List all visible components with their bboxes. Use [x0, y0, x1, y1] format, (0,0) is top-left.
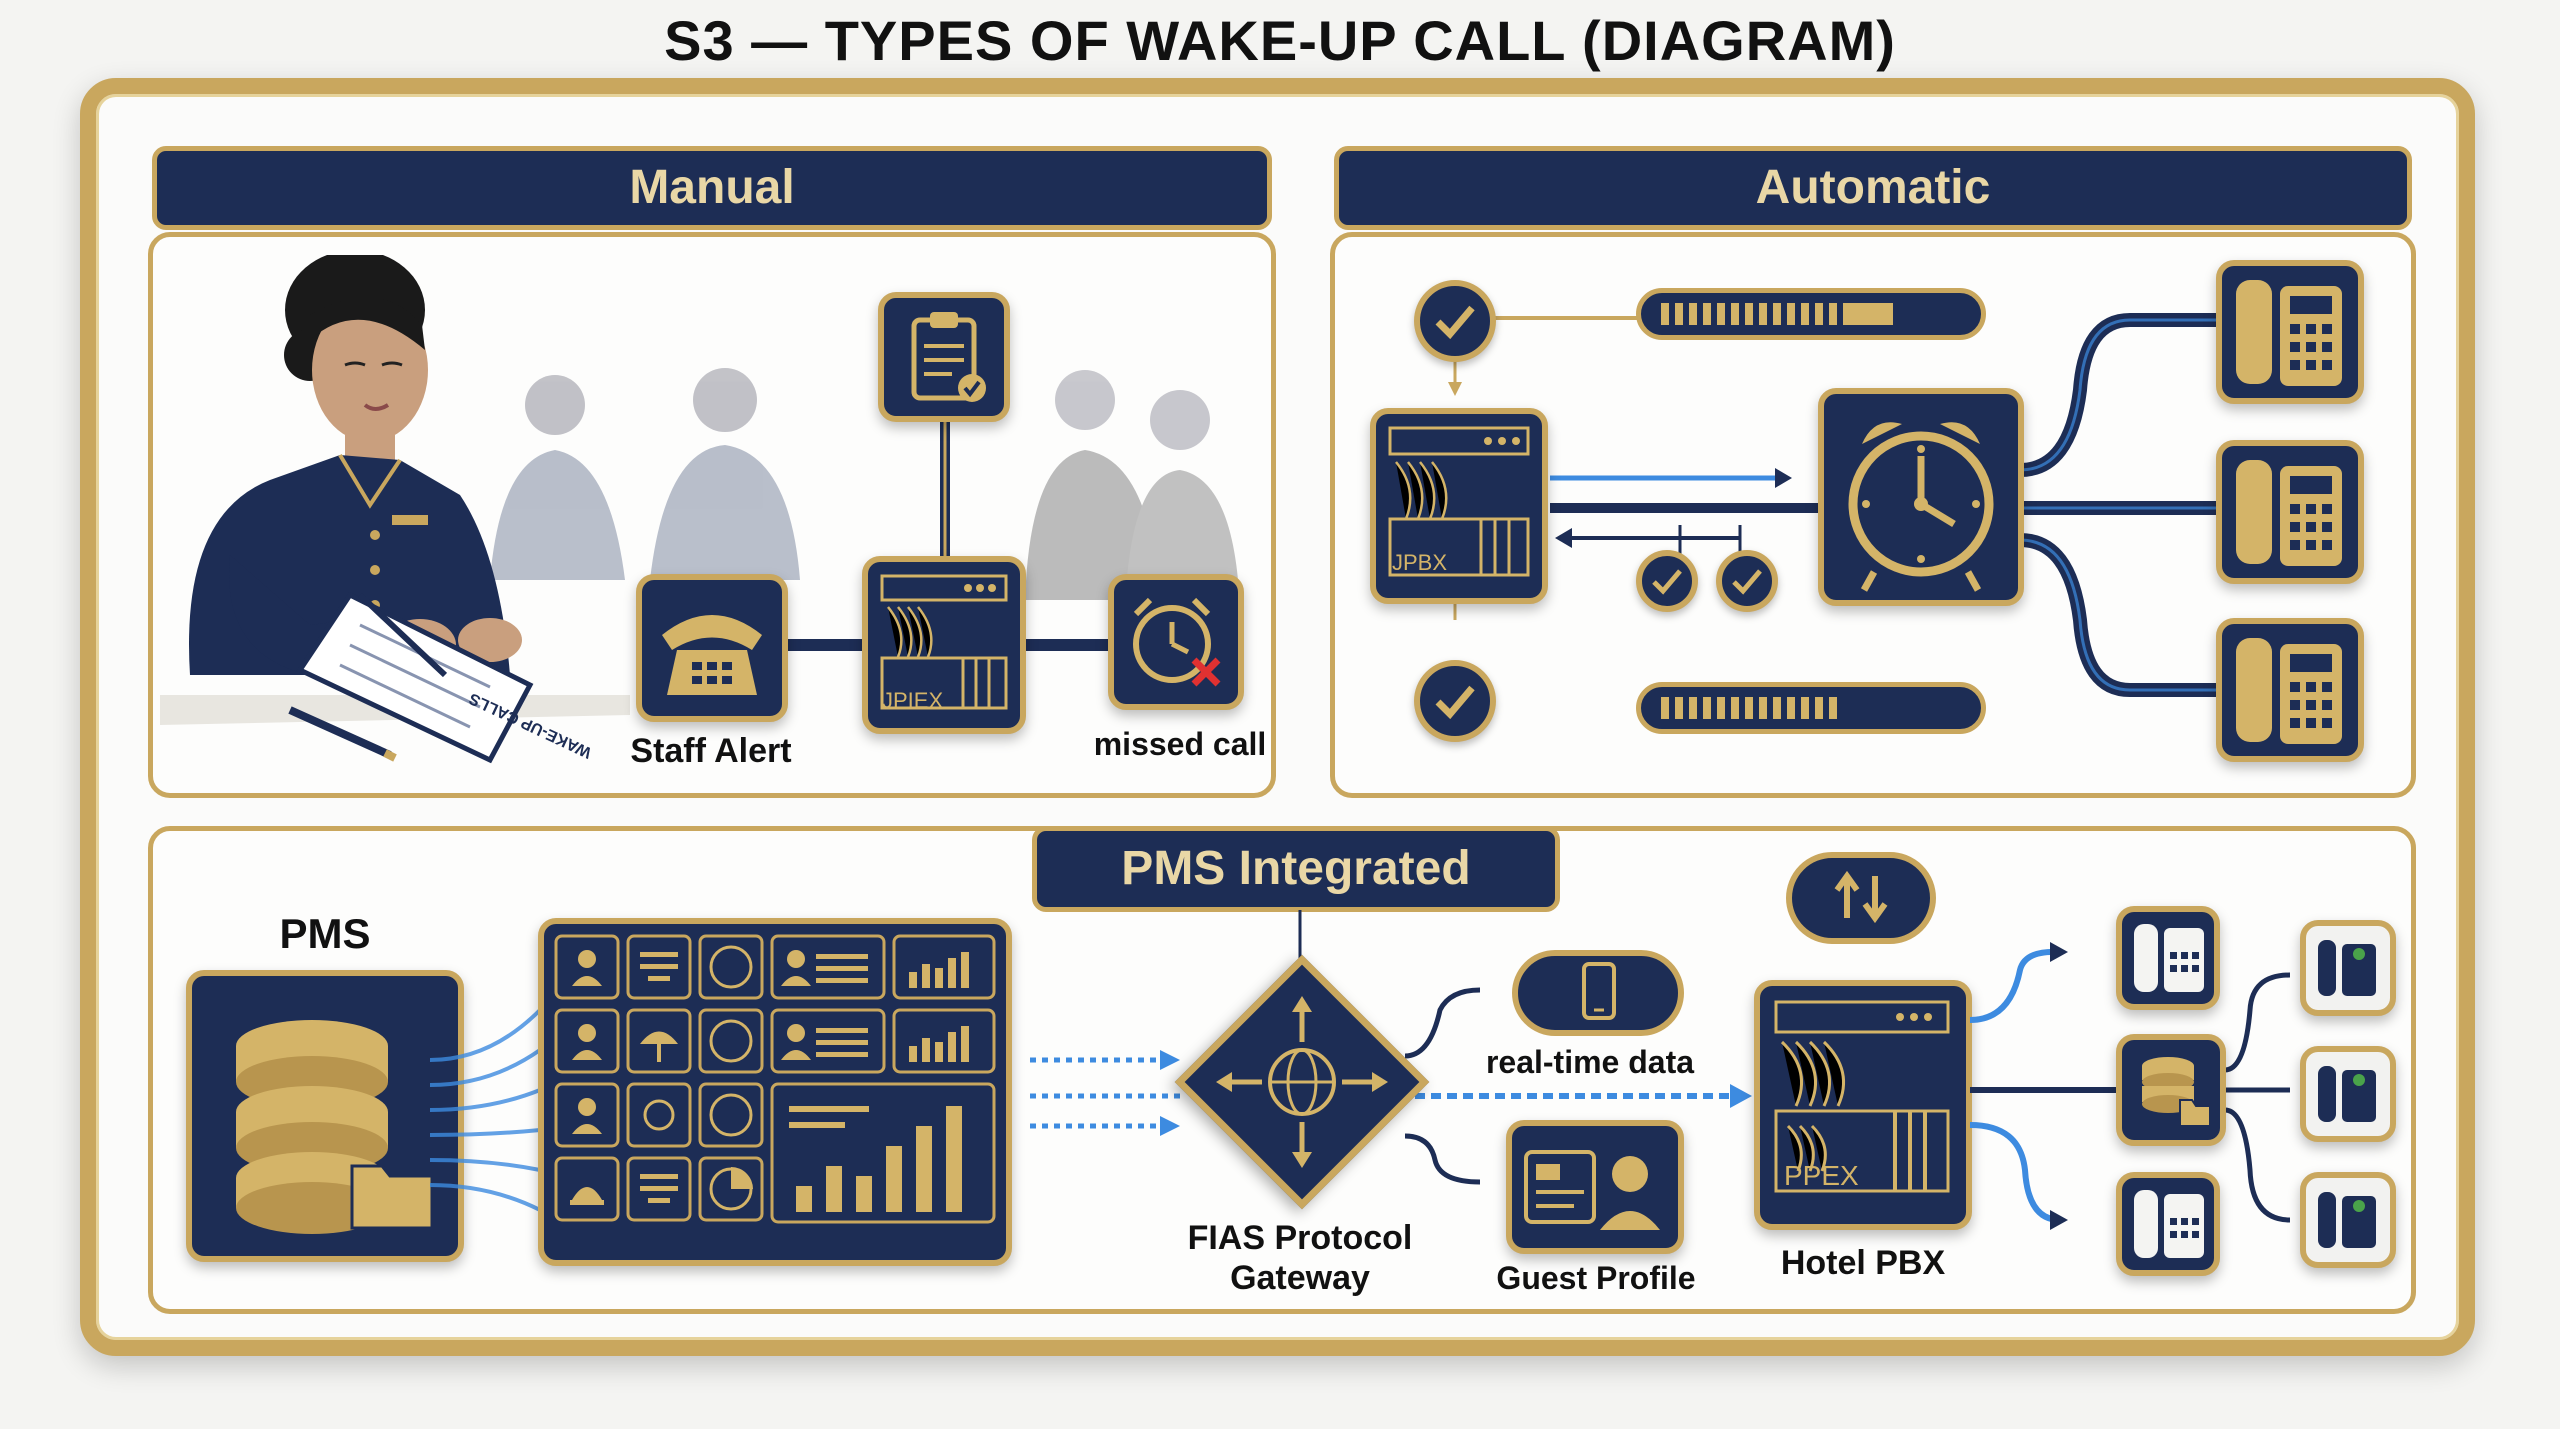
check-icon-small-1: [1636, 550, 1698, 612]
smartphone-icon: [1582, 962, 1616, 1020]
pbx-switch-icon: [1388, 426, 1530, 577]
fias-gateway-label: FIAS Protocol Gateway: [1187, 1219, 1413, 1297]
ext-phone-2: [2116, 1172, 2220, 1276]
desk-phone-icon: [2134, 924, 2204, 992]
staff-alert-label: Staff Alert: [630, 732, 792, 770]
automatic-pbx-tile: [1370, 408, 1548, 604]
clipboard-tile: [878, 292, 1010, 422]
desk-phone-icon: [2236, 280, 2342, 386]
hotel-pbx-panel-label: PPEX: [1784, 1160, 1859, 1191]
manual-header: Manual: [152, 146, 1272, 230]
gateway-globe-icon: [1216, 996, 1388, 1168]
hotel-pbx-fanout: [1970, 942, 2291, 1230]
progress-bar-top: [1636, 288, 1986, 340]
pbx-switch-icon: [1774, 1000, 1950, 1193]
local-db-tile: [2116, 1034, 2226, 1146]
room-phone-1: [2216, 260, 2364, 404]
desk-phone-icon: [2236, 460, 2342, 566]
ext-phone-4: [2300, 1046, 2396, 1142]
check-icon-bottom: [1414, 660, 1496, 742]
automatic-pbx-label: JPBX: [1392, 550, 1448, 575]
desk-phone-icon: [2236, 638, 2342, 744]
realtime-data-label: real-time data: [1485, 1044, 1695, 1080]
ext-phone-1: [2116, 906, 2220, 1010]
check-icon-top: [1414, 280, 1496, 362]
receptionist-illustration: [160, 255, 630, 764]
dashboard-grid-icon: [554, 934, 996, 1224]
phone-icon: [662, 615, 762, 695]
background-staff-illustration: [490, 368, 1240, 610]
realtime-cloud-tile: [1512, 950, 1684, 1036]
missed-call-label: missed call: [1093, 726, 1267, 762]
database-icon: [2142, 1057, 2211, 1127]
integrated-header: PMS Integrated: [1032, 826, 1560, 912]
guest-profile-tile: [1506, 1120, 1684, 1254]
manual-pbx-tile: [862, 556, 1026, 734]
pms-label: PMS: [279, 910, 371, 957]
diagram-title: S3 — TYPES OF WAKE-UP CALL (DIAGRAM): [664, 9, 1896, 72]
pbx-switch-icon: [880, 574, 1008, 710]
guest-profile-label: Guest Profile: [1496, 1260, 1696, 1296]
pms-dashboard-tile: [538, 918, 1012, 1266]
missed-call-tile: [1108, 574, 1244, 710]
hotel-pbx-tile: [1754, 980, 1972, 1230]
manual-connectors: [785, 420, 1110, 651]
manual-pbx-label: JPIEX: [882, 688, 944, 713]
database-icon: [236, 1020, 434, 1234]
alarm-clock-icon: [1848, 422, 1994, 592]
check-icon-small-2: [1716, 550, 1778, 612]
cloud-sync-icon: [1834, 870, 1888, 924]
desk-phone-icon: [2134, 1190, 2204, 1258]
room-phone-2: [2216, 440, 2364, 584]
desk-phone-icon: [2318, 1192, 2376, 1248]
cloud-sync-tile: [1786, 852, 1936, 944]
alarm-clock-tile: [1818, 388, 2024, 606]
guest-profile-icon: [1524, 1150, 1660, 1230]
progress-bar-bottom: [1636, 682, 1986, 734]
ext-phone-3: [2300, 920, 2396, 1016]
pms-database-tile: [186, 970, 464, 1262]
room-phone-3: [2216, 618, 2364, 762]
staff-phone-tile: [636, 574, 788, 722]
desk-phone-icon: [2318, 1066, 2376, 1122]
hotel-pbx-label: Hotel PBX: [1780, 1244, 1946, 1282]
ext-phone-5: [2300, 1172, 2396, 1268]
pms-data-links: [430, 1008, 542, 1212]
clipboard-icon: [911, 312, 986, 402]
missed-alarm-icon: [1133, 597, 1221, 687]
desk-phone-icon: [2318, 940, 2376, 996]
automatic-header: Automatic: [1334, 146, 2412, 230]
